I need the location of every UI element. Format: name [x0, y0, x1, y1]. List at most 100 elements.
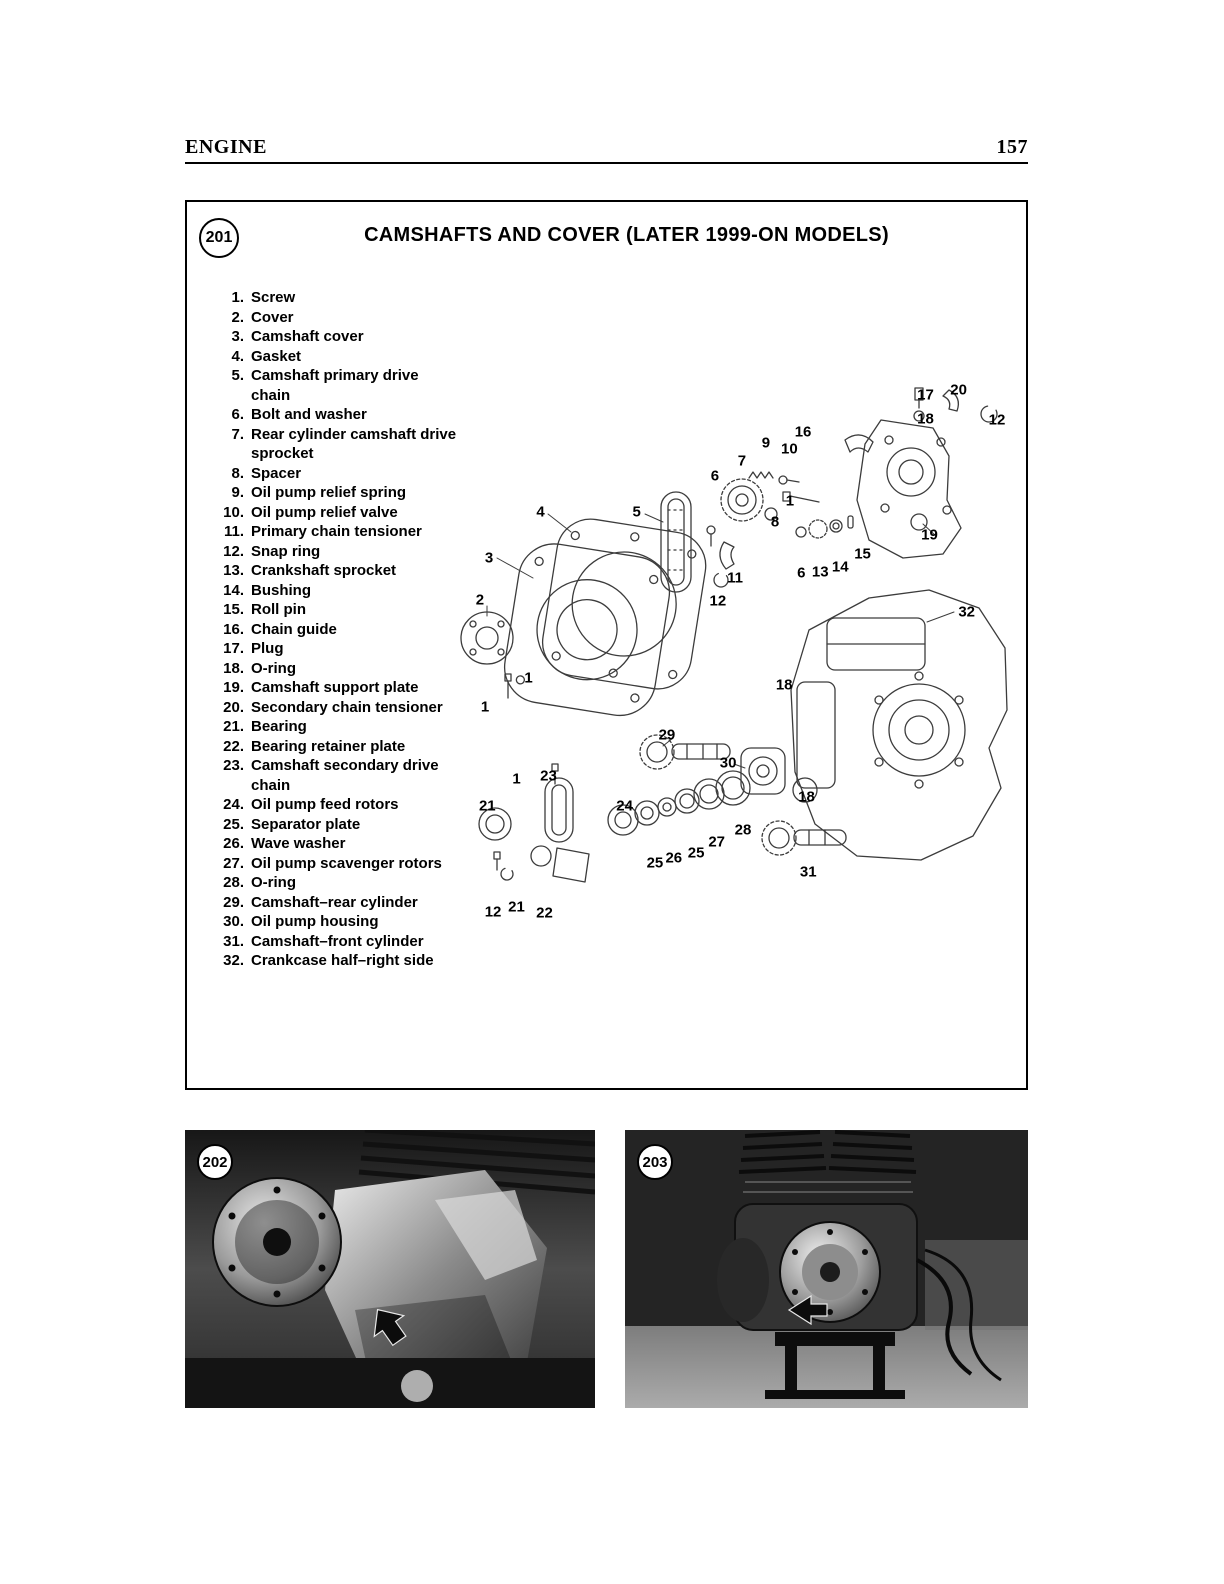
diagram-callout-22: 22 — [536, 904, 553, 922]
parts-list-item: 15.Roll pin — [221, 600, 459, 620]
primary-chain-shape — [660, 491, 692, 593]
diagram-callout-20: 20 — [950, 381, 967, 399]
parts-list-item: 4.Gasket — [221, 347, 459, 367]
part-label: O-ring — [251, 874, 296, 891]
header-section-title: ENGINE — [185, 136, 267, 158]
parts-list-item: 11.Primary chain tensioner — [221, 522, 459, 542]
parts-list-item: 9.Oil pump relief spring — [221, 483, 459, 503]
screw-small-1 — [504, 673, 512, 699]
part-number: 13. — [223, 562, 244, 579]
screw-small-2 — [551, 763, 559, 785]
part-number: 10. — [223, 503, 244, 521]
diagram-callout-8: 8 — [770, 513, 780, 531]
diagram-callout-19: 19 — [921, 526, 938, 544]
crankcase-shape — [790, 589, 1008, 861]
support-plate-shape — [856, 419, 962, 559]
figure-203-photo: 203 — [625, 1130, 1028, 1408]
part-label: Camshaft–rear cylinder — [251, 893, 418, 911]
oil-pump-rotors-shape — [607, 770, 751, 836]
engine-photo-art-203 — [625, 1130, 1028, 1408]
part-number: 28. — [223, 874, 244, 891]
parts-list-item: 28. O-ring — [221, 873, 459, 893]
diagram-callout-1: 1 — [512, 770, 521, 788]
part-label: Chain guide — [251, 620, 337, 638]
bearing-shape — [478, 807, 512, 841]
part-number: 2. — [231, 308, 244, 326]
parts-list-item: 3.Camshaft cover — [221, 327, 459, 347]
diagram-callout-27: 27 — [708, 833, 726, 851]
relief-valve-shape — [778, 475, 800, 485]
part-number: 14. — [223, 581, 244, 599]
roll-pin-shape — [847, 515, 854, 529]
parts-list-item: 27.Oil pump scavenger rotors — [221, 854, 459, 874]
figure-202-photo: 202 — [185, 1130, 595, 1408]
oring-shape — [913, 410, 925, 422]
figure-201: 201 CAMSHAFTS AND COVER (LATER 1999-ON M… — [185, 200, 1028, 1090]
part-number: 24. — [223, 796, 244, 813]
leader-lines — [486, 513, 955, 769]
part-number: 20. — [223, 698, 244, 716]
diagram-callout-7: 7 — [737, 452, 747, 470]
page-number: 157 — [996, 136, 1028, 158]
relief-spring-shape — [748, 471, 774, 479]
part-label: Oil pump relief spring — [251, 484, 407, 501]
crank-sprocket-shape — [808, 519, 828, 539]
part-label: Oil pump feed rotors — [251, 796, 399, 813]
part-number: 1. — [231, 289, 244, 306]
camshaft-cover-shape — [503, 543, 671, 717]
part-number: 26. — [223, 835, 244, 852]
part-label: Bearing — [251, 718, 307, 735]
oring-mid-shape — [792, 777, 818, 803]
diagram-callout-12: 12 — [709, 592, 727, 610]
diagram-callout-12: 12 — [484, 903, 502, 921]
parts-list-item: 8.Spacer — [221, 464, 459, 484]
diagram-callout-25: 25 — [687, 844, 705, 862]
secondary-chain-shape — [544, 777, 574, 843]
retainer-plate-shape — [552, 847, 590, 883]
diagram-callout-25: 25 — [646, 854, 664, 872]
part-number: 5. — [231, 367, 244, 384]
figure-203-badge: 203 — [637, 1144, 673, 1180]
diagram-callout-15: 15 — [854, 545, 871, 563]
diagram-callout-3: 3 — [484, 549, 494, 567]
diagram-callout-6: 6 — [710, 467, 720, 485]
parts-list-item: 2.Cover — [221, 308, 459, 328]
figure-203-number: 203 — [642, 1153, 668, 1171]
diagram-callout-32: 32 — [958, 603, 975, 621]
bushing-shape — [829, 519, 843, 533]
part-number: 17. — [223, 640, 244, 657]
parts-list-item: 10.Oil pump relief valve — [221, 503, 459, 523]
diagram-callout-24: 24 — [616, 797, 633, 815]
diagram-callout-2: 2 — [475, 591, 485, 609]
diagram-callout-5: 5 — [632, 503, 641, 521]
snap-ring-bottom-shape — [500, 867, 514, 881]
part-label: Camshaft support plate — [251, 679, 419, 696]
exploded-diagram-art — [460, 387, 1008, 883]
parts-list-item: 22.Bearing retainer plate — [221, 737, 459, 757]
bolt-washer-shape — [706, 525, 716, 547]
diagram-callout-16: 16 — [794, 423, 812, 441]
diagram-callout-30: 30 — [719, 754, 737, 772]
part-number: 19. — [223, 679, 244, 696]
part-number: 11. — [223, 523, 244, 540]
parts-list-item: 5.Camshaft primary drive chain — [221, 366, 459, 405]
diagram-callout-18: 18 — [775, 676, 793, 694]
parts-list-item: 30.Oil pump housing — [221, 912, 459, 932]
part-number: 27. — [223, 854, 244, 872]
diagram-callout-23: 23 — [540, 767, 557, 785]
part-number: 8. — [231, 464, 244, 482]
part-number: 25. — [223, 815, 244, 833]
part-label: O-ring — [251, 659, 296, 677]
parts-list-item: 6.Bolt and washer — [221, 405, 459, 425]
parts-list-item: 23.Camshaft secondary drive chain — [221, 756, 459, 795]
part-number: 6. — [231, 406, 244, 423]
part-number: 12. — [223, 542, 244, 560]
part-label: Camshaft–front cylinder — [251, 932, 424, 950]
figure-202-number: 202 — [202, 1153, 228, 1171]
arrow-icon — [787, 1294, 828, 1326]
diagram-callout-9: 9 — [761, 434, 771, 452]
